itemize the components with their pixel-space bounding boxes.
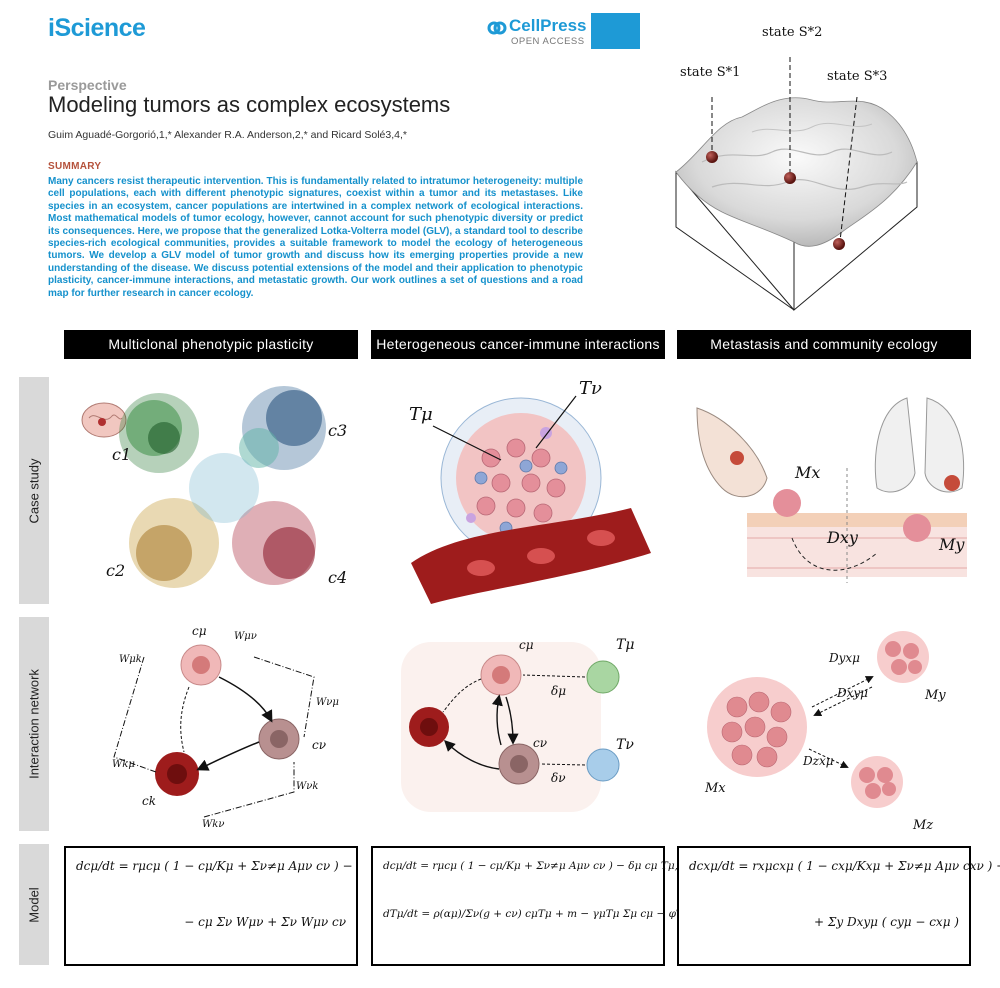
node-c-mu: cμ	[192, 624, 207, 638]
equation-line-1: dcxμ/dt = rxμcxμ ( 1 − cxμ/Kxμ + Σν≠μ Aμ…	[689, 859, 1000, 873]
edge-d-zx: Dzxμ	[802, 754, 834, 768]
label-mx: Mx	[794, 463, 820, 482]
publisher-logo: CellPress OPEN ACCESS	[487, 16, 587, 47]
journal-name: iScience	[48, 14, 146, 42]
node-m-z: Mz	[912, 818, 933, 831]
equation-line-2: + Σy Dxyμ ( cyμ − cxμ )	[814, 915, 959, 929]
node-c-nu: cν	[533, 736, 547, 750]
node-t-mu: Tμ	[616, 637, 634, 653]
cluster-c2	[129, 498, 219, 588]
case-study-metastasis: Mx Dxy My	[677, 378, 971, 604]
case-study-plasticity: c1 c2 c3 c4	[64, 378, 358, 604]
column-header-metastasis: Metastasis and community ecology	[677, 330, 971, 359]
node-c-nu: cν	[312, 738, 326, 752]
edge-w-nu-k: Wνk	[296, 781, 318, 792]
open-access-label: OPEN ACCESS	[511, 36, 585, 47]
network-metastasis: Dyxμ Dxyμ Dzxμ Mx My Mz	[677, 617, 971, 831]
label-c1: c1	[112, 445, 131, 464]
edge-d-xy: Dxyμ	[836, 686, 868, 700]
node-c-mu: cμ	[519, 638, 534, 652]
column-header-plasticity: Multiclonal phenotypic plasticity	[64, 330, 358, 359]
label-c4: c4	[328, 568, 347, 587]
publisher-name: CellPress	[509, 16, 587, 35]
state-1-label: state S*1	[680, 65, 740, 80]
edge-w-mu-k: Wμk	[119, 654, 142, 665]
case-study-immune: Tμ Tν	[371, 378, 665, 604]
cluster-c4	[232, 501, 316, 585]
node-t-nu: Tν	[616, 737, 634, 753]
label-t-nu: Tν	[579, 378, 602, 399]
label-c3: c3	[328, 421, 347, 440]
equation-line-1: dcμ/dt = rμcμ ( 1 − cμ/Kμ + Σν≠μ Aμν cν …	[383, 860, 678, 872]
model-equation-plasticity: dcμ/dt = rμcμ ( 1 − cμ/Kμ + Σν≠μ Aμν cν …	[64, 846, 358, 966]
equation-line-1: dcμ/dt = rμcμ ( 1 − cμ/Kμ + Σν≠μ Aμν cν …	[76, 859, 353, 873]
network-plasticity: cμ cν ck Wμν Wμk Wνμ Wkμ Wνk Wkν	[64, 617, 358, 831]
cluster-c1	[119, 393, 199, 473]
edge-w-k-nu: Wkν	[202, 819, 224, 830]
label-dxy: Dxy	[826, 528, 859, 547]
brand-block	[591, 13, 640, 49]
fitness-landscape-figure: state S*1 state S*2 state S*3	[662, 12, 932, 312]
model-equation-immune: dcμ/dt = rμcμ ( 1 − cμ/Kμ + Σν≠μ Aμν cν …	[371, 846, 694, 966]
network-immune: cμ cν Tμ Tν δμ δν	[371, 617, 665, 831]
summary-text: Many cancers resist therapeutic interven…	[48, 176, 583, 299]
row-label-interaction-network: Interaction network	[19, 617, 49, 831]
edge-w-mu-nu: Wμν	[234, 631, 257, 642]
node-m-y: My	[924, 688, 946, 703]
edge-w-nu-mu: Wνμ	[316, 697, 339, 708]
state-3-label: state S*3	[827, 69, 887, 84]
cellpress-icon	[487, 21, 507, 35]
state-2-label: state S*2	[762, 25, 822, 40]
article-title: Modeling tumors as complex ecosystems	[48, 92, 451, 117]
author-list: Guim Aguadé-Gorgorió,1,* Alexander R.A. …	[48, 129, 407, 141]
edge-delta-mu: δμ	[551, 684, 566, 698]
node-m-x: Mx	[704, 781, 726, 796]
edge-delta-nu: δν	[551, 771, 566, 785]
equation-line-2: dTμ/dt = ρ(αμ)/Σν(g + cν) cμTμ + m − γμT…	[383, 908, 694, 920]
row-label-model: Model	[19, 844, 49, 965]
label-my: My	[938, 535, 965, 554]
edge-d-yx: Dyxμ	[828, 651, 860, 665]
column-header-immune: Heterogeneous cancer-immune interactions	[371, 330, 665, 359]
equation-line-2: − cμ Σν Wμν + Σν Wμν cν	[184, 915, 346, 929]
label-c2: c2	[106, 561, 125, 580]
model-equation-metastasis: dcxμ/dt = rxμcxμ ( 1 − cxμ/Kxμ + Σν≠μ Aμ…	[677, 846, 1000, 966]
summary-heading: SUMMARY	[48, 161, 102, 172]
node-c-k: ck	[142, 794, 156, 808]
row-label-case-study: Case study	[19, 377, 49, 604]
label-t-mu: Tμ	[409, 404, 433, 425]
cluster-c3	[239, 386, 326, 470]
edge-w-k-mu: Wkμ	[112, 759, 135, 770]
article-type: Perspective	[48, 77, 127, 93]
